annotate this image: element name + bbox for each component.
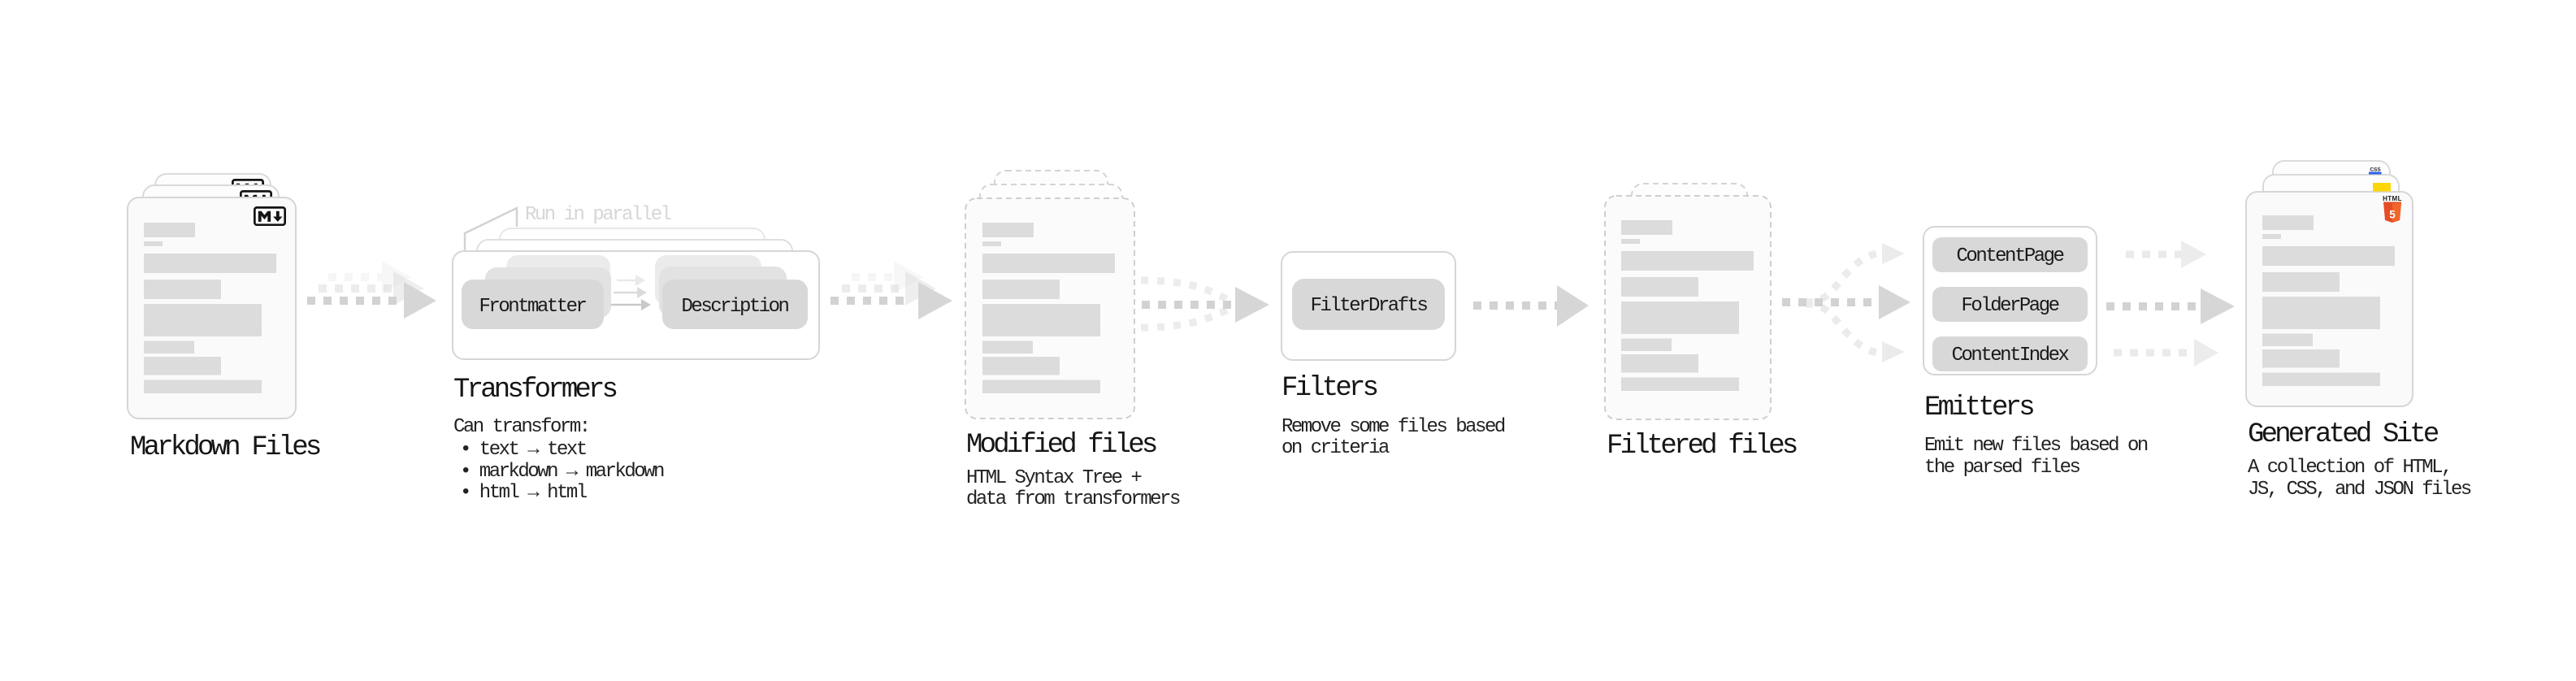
svg-text:Can transform:: Can transform: xyxy=(453,416,589,438)
svg-text:Transformers: Transformers xyxy=(453,375,617,406)
svg-text:Frontmatter: Frontmatter xyxy=(479,296,587,318)
svg-text:Filtered files: Filtered files xyxy=(1607,431,1797,462)
svg-text:• text → text: • text → text xyxy=(460,439,586,461)
svg-text:Markdown Files: Markdown Files xyxy=(130,432,320,463)
svg-text:Emit new files based on: Emit new files based on xyxy=(1924,435,2148,457)
svg-text:Emitters: Emitters xyxy=(1924,393,2033,423)
svg-text:HTML Syntax Tree +: HTML Syntax Tree + xyxy=(966,467,1142,489)
svg-text:• html → html: • html → html xyxy=(460,482,588,504)
svg-text:Generated Site: Generated Site xyxy=(2248,419,2439,450)
svg-text:FolderPage: FolderPage xyxy=(1961,295,2058,317)
svg-text:Run in parallel: Run in parallel xyxy=(525,204,672,226)
svg-text:Description: Description xyxy=(682,296,789,318)
svg-text:A collection of HTML,: A collection of HTML, xyxy=(2248,457,2451,479)
svg-text:Remove some files based: Remove some files based xyxy=(1281,416,1505,438)
svg-text:Filters: Filters xyxy=(1281,373,1377,404)
svg-text:• markdown → markdown: • markdown → markdown xyxy=(460,461,664,483)
svg-text:CSS: CSS xyxy=(2370,167,2381,173)
svg-text:FilterDrafts: FilterDrafts xyxy=(1311,295,1428,317)
svg-text:ContentIndex: ContentIndex xyxy=(1952,345,2070,367)
svg-text:Modified files: Modified files xyxy=(966,430,1156,461)
svg-text:data from transformers: data from transformers xyxy=(966,488,1180,510)
svg-text:on criteria: on criteria xyxy=(1281,437,1390,459)
svg-text:HTML: HTML xyxy=(2383,195,2402,202)
svg-text:ContentPage: ContentPage xyxy=(1957,245,2064,267)
svg-text:the parsed files: the parsed files xyxy=(1924,457,2080,479)
svg-text:5: 5 xyxy=(2389,209,2396,221)
svg-text:JS, CSS, and JSON files: JS, CSS, and JSON files xyxy=(2248,479,2471,501)
